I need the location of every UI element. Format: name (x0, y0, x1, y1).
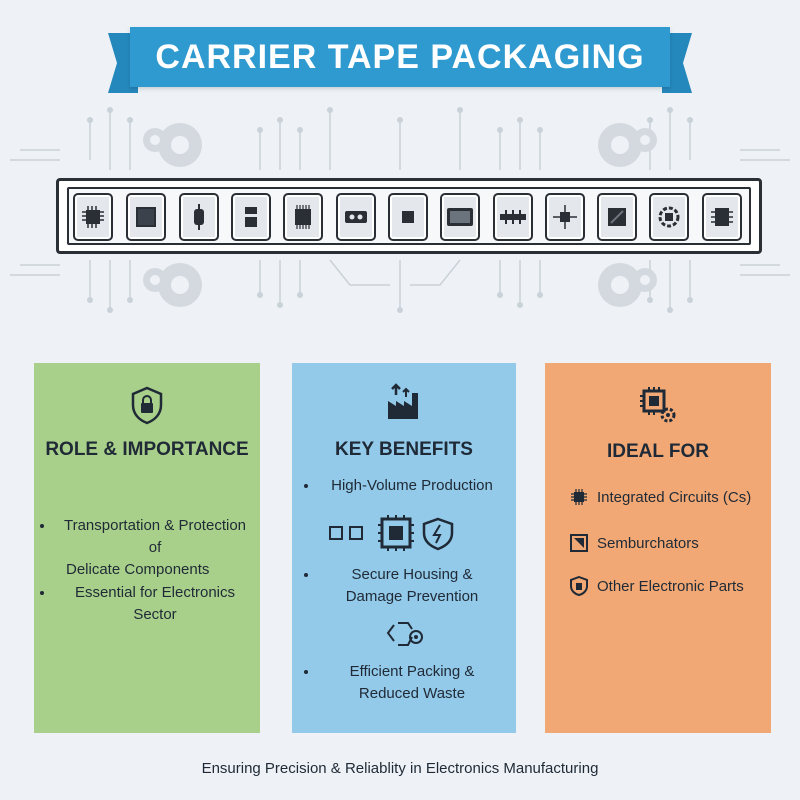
small-chip-icon (388, 193, 428, 241)
carrier-tape (56, 178, 762, 254)
resistor-icon (179, 193, 219, 241)
led-chip-icon (336, 193, 376, 241)
recycle-icon (386, 622, 423, 646)
shield-part-icon (569, 575, 589, 597)
benefit-bullet-2: Secure Housing & Damage Prevention (304, 564, 504, 608)
angled-chip-icon (597, 193, 637, 241)
role-bullet-2: Essential for Electronics Sector (40, 582, 254, 626)
circuit-background (10, 107, 790, 313)
page-title: CARRIER TAPE PACKAGING (155, 37, 645, 76)
ideal-item-semiconductors: Semburchators (569, 533, 699, 553)
title-banner: CARRIER TAPE PACKAGING (130, 27, 670, 87)
chip-gear-icon (640, 387, 676, 423)
lcd-module-icon (440, 193, 480, 241)
benefit-bullet-3: Efficient Packing & Reduced Waste (304, 661, 504, 705)
chip-icon (569, 487, 589, 507)
role-importance-title: ROLE & IMPORTANCE (45, 439, 249, 460)
key-benefits-card: KEY BENEFITS High-Volume Production Secu… (292, 363, 516, 733)
capacitor-icon (231, 193, 271, 241)
factory-icon (388, 383, 418, 419)
large-chip-icon (126, 193, 166, 241)
shield-lock-icon (131, 386, 163, 425)
ideal-for-card: IDEAL FOR Integrated Circuits (Cs) Sembu… (545, 363, 771, 733)
ic-chip-icon (73, 193, 113, 241)
sop-chip-icon (702, 193, 742, 241)
role-bullet-1: Transportation & Protection of Delicate … (40, 515, 254, 581)
qfp-chip-icon (283, 193, 323, 241)
ideal-for-title: IDEAL FOR (606, 441, 710, 462)
diode-icon (545, 193, 585, 241)
benefit-bullet-1: High-Volume Production (304, 475, 504, 497)
role-importance-card: ROLE & IMPORTANCE Transportation & Prote… (34, 363, 260, 733)
gear-chip-icon (649, 193, 689, 241)
chips-shield-icon (329, 515, 454, 551)
ideal-item-ic: Integrated Circuits (Cs) (569, 487, 751, 507)
key-benefits-title: KEY BENEFITS (335, 439, 473, 460)
transistor-icon (493, 193, 533, 241)
semiconductor-icon (569, 533, 589, 553)
footer-tagline: Ensuring Precision & Reliablity in Elect… (201, 760, 599, 777)
ideal-item-other-parts: Other Electronic Parts (569, 575, 744, 597)
